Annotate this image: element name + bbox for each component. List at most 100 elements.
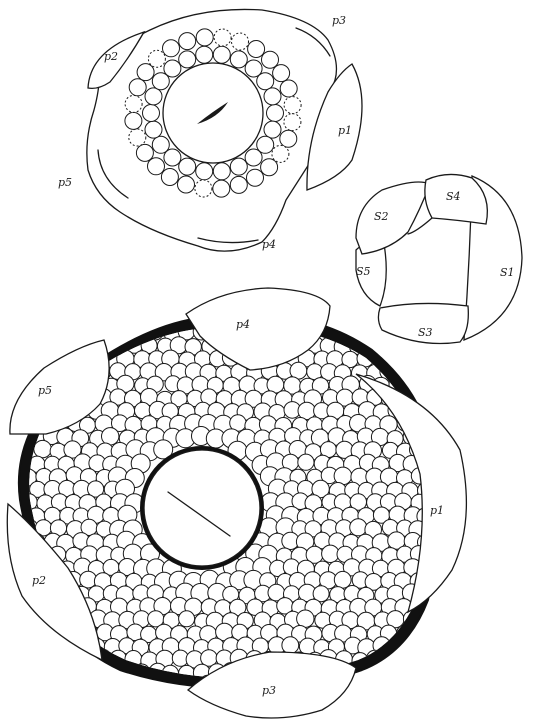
cell (397, 339, 414, 356)
bottom-flower-label-p2: p2 (32, 574, 46, 587)
cell (109, 313, 127, 331)
cell (394, 677, 411, 694)
cell (12, 637, 30, 655)
cell (13, 324, 31, 342)
cell (66, 310, 83, 327)
stamen-circle (245, 149, 262, 166)
stamen-circle (280, 80, 297, 97)
stamen-circle (164, 60, 181, 77)
stamen-circle (196, 163, 213, 180)
cell (434, 378, 451, 395)
stamen-circle (273, 65, 290, 82)
cell (426, 677, 443, 694)
cell (6, 364, 22, 380)
cell (21, 625, 38, 642)
cell (6, 444, 23, 461)
stamen-circle (163, 40, 180, 57)
stamen-circle (248, 41, 265, 58)
stamen-circle (137, 64, 154, 81)
cell (58, 326, 75, 343)
cell (43, 323, 61, 341)
cell (6, 312, 22, 328)
cell (426, 626, 442, 642)
cell (29, 636, 46, 653)
cell (419, 352, 435, 368)
bud-label-s5: S5 (356, 265, 371, 278)
stamen-circle (247, 169, 264, 186)
cell (67, 651, 83, 667)
bottom-flower-label-p1: p1 (430, 504, 444, 517)
stamen-circle (272, 145, 289, 162)
stamen-circle (129, 129, 146, 146)
cell (89, 663, 106, 680)
cell (297, 610, 314, 627)
stamen-circle (179, 158, 196, 175)
cell (6, 625, 23, 642)
stamen-circle (267, 105, 284, 122)
bottom-flower-label-p4: p4 (236, 318, 250, 331)
cell (44, 663, 60, 679)
cell (35, 336, 53, 354)
stamen-circle (179, 33, 196, 50)
cell (424, 391, 441, 408)
top-flower-margin-p5 (98, 150, 128, 198)
cell (37, 651, 54, 668)
cell (418, 376, 435, 393)
cell (80, 677, 97, 694)
top-flower-label-p3: p3 (332, 14, 346, 27)
stamen-circle (145, 88, 162, 105)
cell (404, 638, 421, 655)
cell (27, 663, 44, 680)
stamen-circle (213, 163, 230, 180)
cell (44, 637, 61, 654)
cell (27, 324, 44, 341)
stamen-circle (145, 121, 162, 138)
top-flower-label-p4: p4 (262, 238, 276, 251)
stamen-circle (129, 79, 146, 96)
cell (298, 454, 314, 470)
bud-label-s1: S1 (500, 266, 515, 279)
bottom-flower-label-p5: p5 (38, 384, 52, 397)
top-flower-margin-p4 (198, 238, 258, 243)
stamen-circle (232, 33, 249, 50)
cell (403, 664, 420, 681)
cell (434, 639, 451, 656)
stamen-circle (143, 105, 160, 122)
stamen-circle (125, 112, 142, 129)
cell (50, 311, 67, 328)
cell (50, 679, 66, 695)
stamen-circle (230, 51, 247, 68)
stamen-circle (214, 29, 231, 46)
stamen-circle (284, 97, 301, 114)
cell (432, 665, 448, 681)
cell (66, 676, 84, 694)
stamen-circle (179, 51, 196, 68)
top-flower-margin-p3 (296, 28, 330, 56)
stamen-circle (195, 180, 212, 197)
cell (387, 349, 404, 366)
cell (80, 312, 96, 328)
cell (334, 467, 352, 485)
stamen-circle (152, 136, 169, 153)
stamen-circle (280, 130, 297, 147)
stamen-circle (161, 169, 178, 186)
cell (322, 545, 339, 562)
bottom-flower-label-p3: p3 (262, 684, 276, 697)
stamen-circle (136, 144, 153, 161)
stamen-circle (262, 51, 279, 68)
cell (7, 678, 23, 694)
cell (351, 677, 367, 693)
cell (389, 664, 406, 681)
cell (102, 428, 119, 445)
stamen-circle (148, 50, 165, 67)
bud-label-s3: S3 (418, 326, 433, 339)
cell (336, 312, 352, 328)
cell (141, 679, 158, 696)
cell (381, 337, 398, 354)
cell (350, 519, 367, 536)
top-flower-label-p2: p2 (104, 50, 118, 63)
cell (179, 611, 195, 627)
cell (21, 677, 37, 693)
